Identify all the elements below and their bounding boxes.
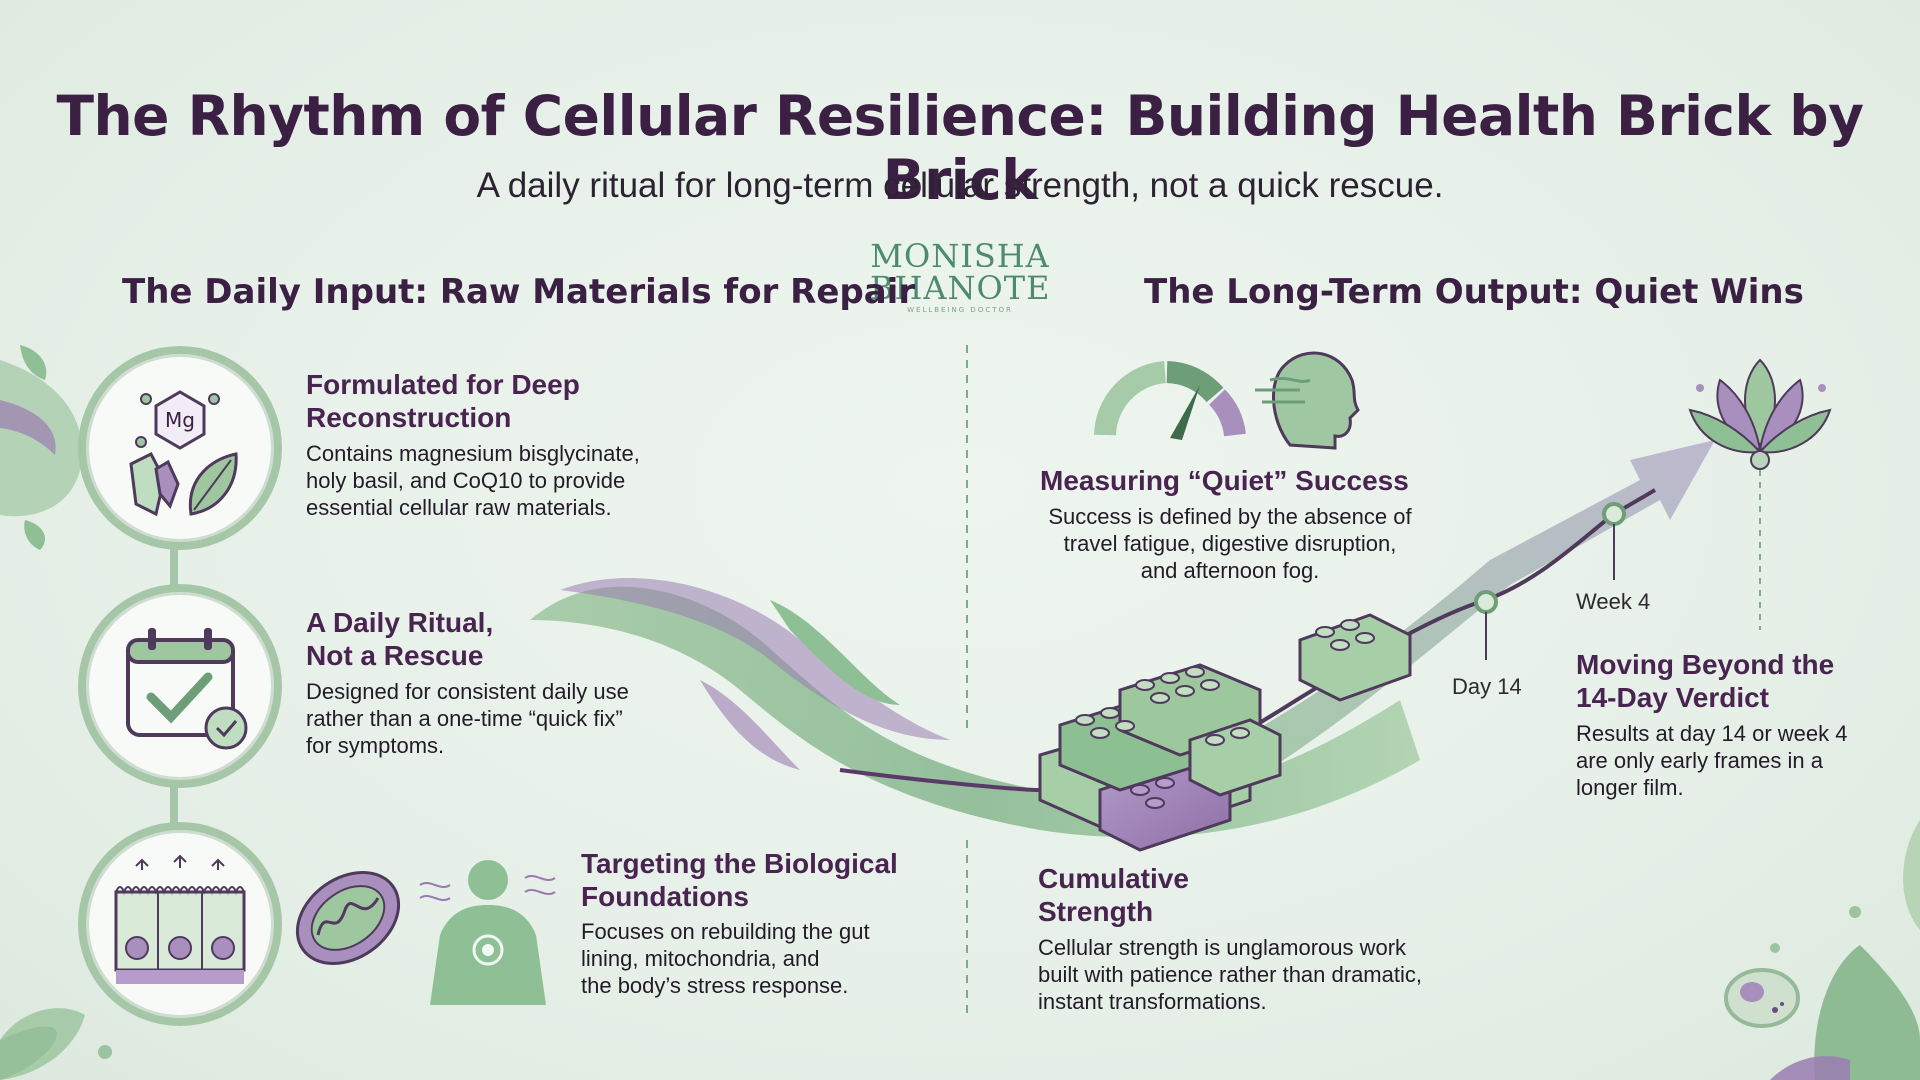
- page-title: The Rhythm of Cellular Resilience: Build…: [56, 84, 1864, 212]
- measuring-body-line: Success is defined by the absence of: [1048, 504, 1412, 529]
- flow-ribbon: [530, 586, 1420, 838]
- beyond-body-line: Results at day 14 or week 4: [1576, 721, 1848, 746]
- item-1-body-line: essential cellular raw materials.: [306, 495, 612, 520]
- beyond-title-line1: Moving Beyond the: [1576, 649, 1835, 680]
- item-3-body-line: lining, mitochondria, and: [581, 946, 820, 971]
- bottom-right-leaf: [1814, 945, 1920, 1080]
- item-1-title-line2: Reconstruction: [306, 402, 512, 433]
- logo-tagline: WELLBEING DOCTOR: [907, 306, 1013, 314]
- page-subtitle: A daily ritual for long-term cellular st…: [476, 166, 1444, 205]
- beyond-verdict-title: Moving Beyond the 14-Day Verdict: [1576, 648, 1834, 714]
- mg-badge: Mg: [165, 408, 195, 432]
- item-3-title-line1: Targeting the Biological: [581, 848, 898, 879]
- beyond-title-line2: 14-Day Verdict: [1576, 682, 1769, 713]
- cumulative-title-line2: Strength: [1038, 896, 1154, 927]
- item-3-body-line: the body’s stress response.: [581, 973, 849, 998]
- brick-stack-icon: [1038, 613, 1412, 852]
- item-3-body: Focuses on rebuilding the gut lining, mi…: [581, 918, 870, 999]
- item-3-title: Targeting the Biological Foundations: [581, 847, 898, 913]
- item-2-body: Designed for consistent daily use rather…: [306, 678, 629, 759]
- body-stress-icon: [419, 860, 556, 1005]
- calendar-check-icon: [78, 584, 282, 788]
- item-2-body-line: Designed for consistent daily use: [306, 679, 629, 704]
- beyond-body-line: are only early frames in a: [1576, 748, 1823, 773]
- item-2-title: A Daily Ritual, Not a Rescue: [306, 606, 493, 672]
- logo-line-2: BHANOTE: [870, 269, 1051, 307]
- cumulative-body-line: instant transformations.: [1038, 989, 1267, 1014]
- item-1-title: Formulated for Deep Reconstruction: [306, 368, 580, 434]
- item-1-title-line1: Formulated for Deep: [306, 369, 580, 400]
- right-section-heading: The Long-Term Output: Quiet Wins: [1144, 272, 1804, 312]
- brand-logo: MONISHA BHANOTE WELLBEING DOCTOR: [870, 240, 1050, 314]
- logo-line-1: MONISHA: [870, 237, 1050, 275]
- gut-lining-icon: [78, 822, 282, 1026]
- measuring-body-line: and afternoon fog.: [1140, 558, 1320, 583]
- item-1-body-line: Contains magnesium bisglycinate,: [306, 441, 640, 466]
- lotus-icon: [1688, 358, 1832, 470]
- measuring-success-body: Success is defined by the absence of tra…: [1010, 503, 1450, 584]
- calm-head-icon: [1255, 351, 1360, 450]
- cumulative-title-line1: Cumulative: [1038, 863, 1189, 894]
- measuring-success-title: Measuring “Quiet” Success: [1040, 465, 1409, 496]
- growth-arrow: [1200, 440, 1715, 800]
- mineral-crystals-leaf-icon: Mg: [78, 346, 282, 550]
- milestone-dot-week4: [1602, 502, 1626, 526]
- left-vine-purple: [0, 400, 56, 455]
- item-2-body-line: rather than a one-time “quick fix”: [306, 706, 623, 731]
- item-2-title-line1: A Daily Ritual,: [306, 607, 494, 638]
- gauge-icon: [1094, 361, 1246, 440]
- beyond-verdict-body: Results at day 14 or week 4 are only ear…: [1576, 720, 1847, 801]
- milestone-dot-day14: [1474, 590, 1498, 614]
- item-2-body-line: for symptoms.: [306, 733, 445, 758]
- mitochondria-icon: [295, 871, 401, 965]
- item-3-body-line: Focuses on rebuilding the gut: [581, 919, 870, 944]
- cell-icon: [1724, 968, 1800, 1028]
- milestone-label-week4: Week 4: [1576, 589, 1651, 614]
- milestone-label-day14: Day 14: [1452, 674, 1522, 699]
- item-1-body-line: holy basil, and CoQ10 to provide: [306, 468, 626, 493]
- cumulative-body-line: Cellular strength is unglamorous work: [1038, 935, 1407, 960]
- cumulative-body-line: built with patience rather than dramatic…: [1038, 962, 1422, 987]
- measuring-body-line: travel fatigue, digestive disruption,: [1063, 531, 1397, 556]
- left-section-heading: The Daily Input: Raw Materials for Repai…: [122, 272, 916, 312]
- cumulative-strength-body: Cellular strength is unglamorous work bu…: [1038, 934, 1422, 1015]
- beyond-body-line: longer film.: [1576, 775, 1684, 800]
- item-1-body: Contains magnesium bisglycinate, holy ba…: [306, 440, 640, 521]
- item-2-title-line2: Not a Rescue: [306, 640, 484, 671]
- item-3-title-line2: Foundations: [581, 881, 749, 912]
- cumulative-strength-title: Cumulative Strength: [1038, 862, 1189, 928]
